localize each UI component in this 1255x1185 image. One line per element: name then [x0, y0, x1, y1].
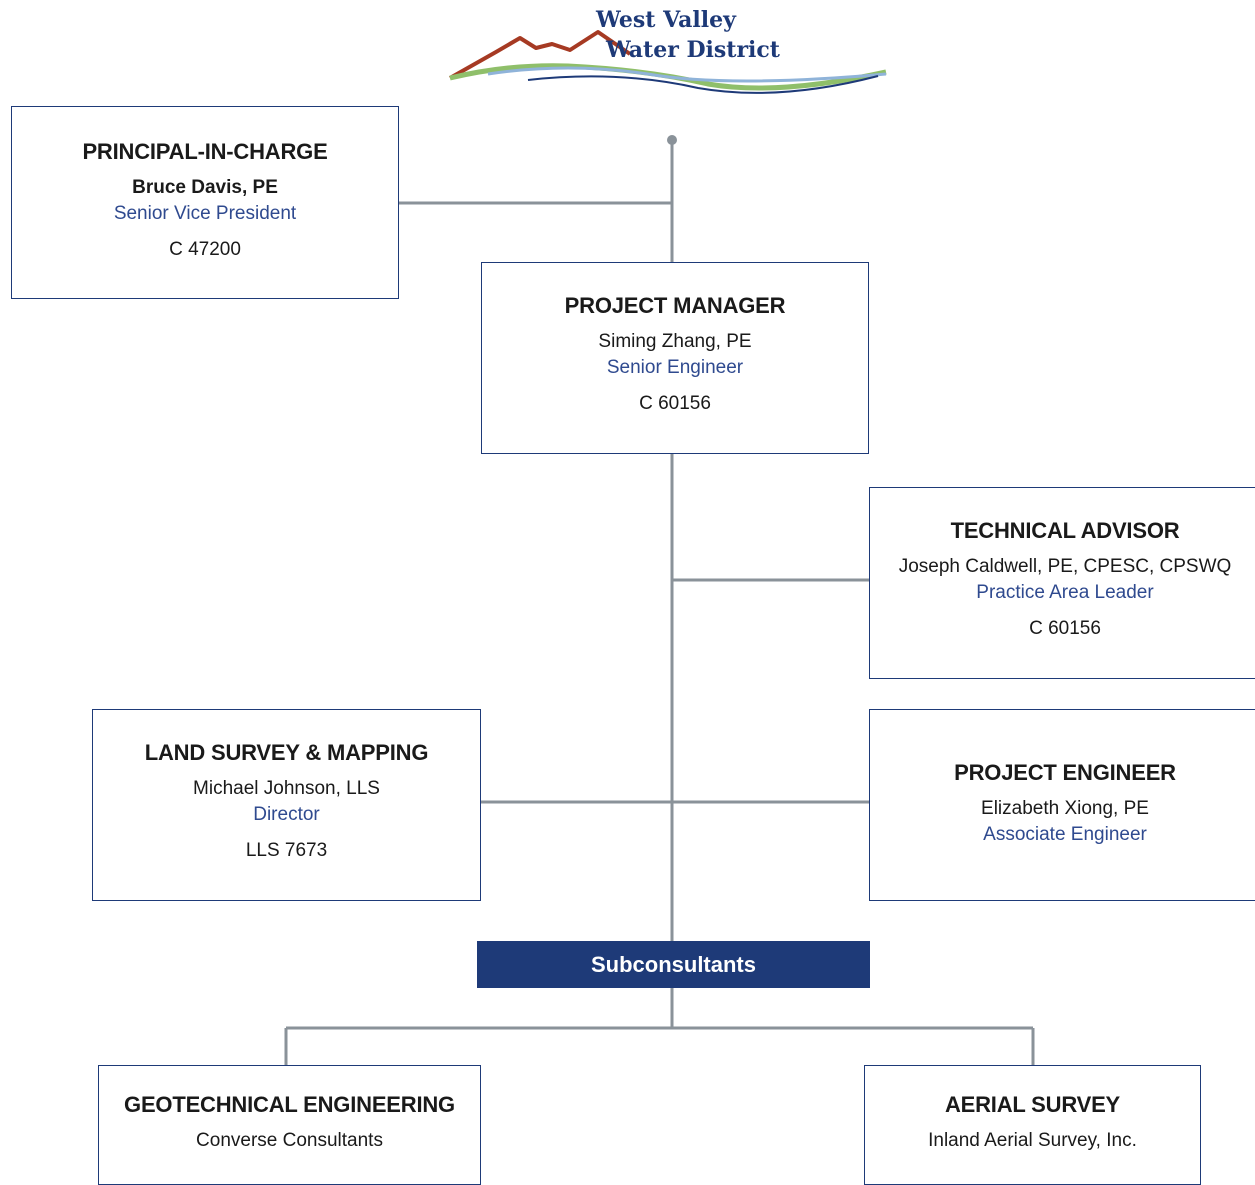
- project-manager-name: Siming Zhang, PE: [598, 331, 752, 352]
- geotechnical-firm: Converse Consultants: [196, 1130, 383, 1151]
- project-manager-title: Senior Engineer: [606, 357, 744, 378]
- geotechnical-role: GEOTECHNICAL ENGINEERING: [124, 1092, 455, 1117]
- aerial-survey-firm: Inland Aerial Survey, Inc.: [928, 1130, 1137, 1151]
- geotechnical-engineering-box: GEOTECHNICAL ENGINEERING Converse Consul…: [98, 1065, 481, 1185]
- subconsultants-banner: Subconsultants: [477, 941, 870, 988]
- project-manager-license: C 60156: [639, 393, 711, 414]
- principal-license: C 47200: [169, 239, 241, 260]
- connector-root-dot: [667, 135, 677, 145]
- project-engineer-role: PROJECT ENGINEER: [954, 760, 1176, 785]
- technical-advisor-title: Practice Area Leader: [976, 582, 1154, 603]
- logo-mountain-wave-graphic: [449, 30, 887, 94]
- principal-name: Bruce Davis, PE: [132, 177, 278, 198]
- land-survey-box: LAND SURVEY & MAPPING Michael Johnson, L…: [92, 709, 481, 901]
- land-survey-license: LLS 7673: [245, 840, 328, 861]
- technical-advisor-box: TECHNICAL ADVISOR Joseph Caldwell, PE, C…: [869, 487, 1255, 679]
- principal-in-charge-box: PRINCIPAL-IN-CHARGE Bruce Davis, PE Seni…: [11, 106, 399, 299]
- project-engineer-box: PROJECT ENGINEER Elizabeth Xiong, PE Ass…: [869, 709, 1255, 901]
- west-valley-water-district-logo: West Valley Water District: [448, 4, 888, 104]
- technical-advisor-license: C 60156: [1029, 618, 1101, 639]
- aerial-survey-role: AERIAL SURVEY: [944, 1092, 1121, 1117]
- project-manager-box: PROJECT MANAGER Siming Zhang, PE Senior …: [481, 262, 869, 454]
- logo-line-1: West Valley: [596, 7, 736, 33]
- logo-line-2: Water District: [606, 37, 780, 63]
- principal-role: PRINCIPAL-IN-CHARGE: [82, 139, 328, 164]
- project-manager-role: PROJECT MANAGER: [564, 293, 786, 318]
- project-engineer-title: Associate Engineer: [983, 824, 1147, 845]
- technical-advisor-name: Joseph Caldwell, PE, CPESC, CPSWQ: [898, 556, 1232, 577]
- land-survey-role: LAND SURVEY & MAPPING: [144, 740, 429, 765]
- project-engineer-name: Elizabeth Xiong, PE: [981, 798, 1149, 819]
- land-survey-name: Michael Johnson, LLS: [193, 778, 380, 799]
- aerial-survey-box: AERIAL SURVEY Inland Aerial Survey, Inc.: [864, 1065, 1201, 1185]
- land-survey-title: Director: [253, 804, 320, 825]
- principal-title: Senior Vice President: [113, 203, 297, 224]
- technical-advisor-role: TECHNICAL ADVISOR: [950, 518, 1180, 543]
